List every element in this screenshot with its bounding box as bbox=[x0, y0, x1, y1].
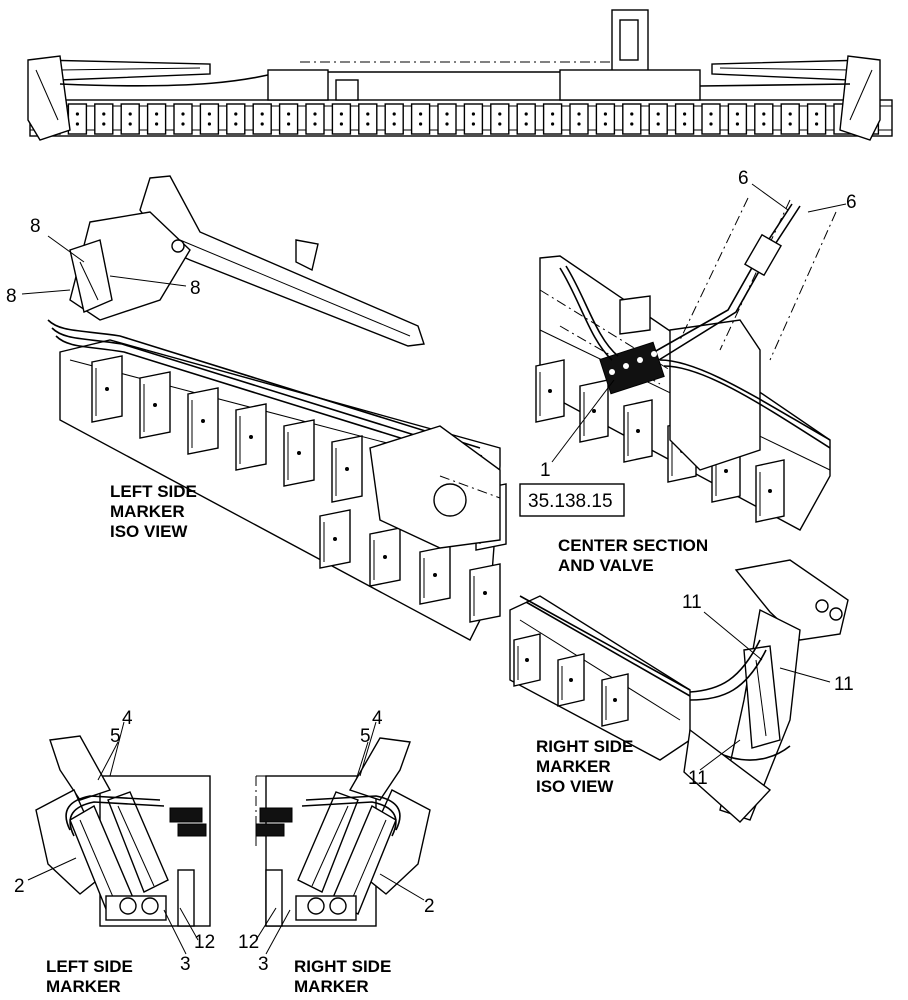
callout-1: 1 bbox=[540, 460, 551, 481]
callout-4: 4 bbox=[122, 708, 133, 729]
right-side-marker-detail bbox=[255, 737, 431, 927]
row-mount bbox=[490, 103, 510, 135]
callout-4: 4 bbox=[372, 708, 383, 729]
callout-11: 11 bbox=[834, 674, 854, 695]
callout-2: 2 bbox=[14, 876, 25, 897]
caption-left-marker: LEFT SIDE bbox=[46, 957, 133, 976]
row-mount bbox=[780, 103, 800, 135]
callout-8: 8 bbox=[30, 216, 41, 237]
caption-right-iso: RIGHT SIDE bbox=[536, 737, 633, 756]
callouts: 8 8 8 6 6 1 11 11 11 4 5 2 12 3 4 5 2 12… bbox=[6, 168, 857, 975]
callout-5: 5 bbox=[110, 726, 121, 747]
row-mount bbox=[278, 103, 299, 135]
left-side-marker-detail bbox=[35, 735, 211, 927]
row-mount bbox=[648, 103, 668, 135]
left-side-marker-iso-view bbox=[47, 175, 507, 641]
callout-11: 11 bbox=[688, 768, 708, 789]
callout-12: 12 bbox=[238, 932, 259, 953]
callout-6: 6 bbox=[738, 168, 749, 189]
leader-lines bbox=[21, 183, 847, 955]
caption-right-marker: RIGHT SIDE bbox=[294, 957, 391, 976]
row-mount bbox=[595, 103, 616, 135]
caption-center: AND VALVE bbox=[558, 556, 654, 575]
row-mount bbox=[252, 103, 272, 135]
row-unit-mounts bbox=[41, 103, 880, 135]
callout-3: 3 bbox=[258, 954, 269, 975]
row-mount bbox=[226, 103, 246, 135]
callout-12: 12 bbox=[194, 932, 215, 953]
row-mount bbox=[94, 103, 114, 135]
row-mount bbox=[516, 103, 536, 135]
callout-2: 2 bbox=[424, 896, 435, 917]
caption-left-iso: LEFT SIDE bbox=[110, 482, 197, 501]
toolbar-overview bbox=[27, 9, 893, 141]
caption-left-iso: MARKER bbox=[110, 502, 185, 521]
row-mount bbox=[806, 103, 827, 135]
row-mount bbox=[410, 103, 431, 135]
row-unit-brackets bbox=[513, 633, 629, 727]
callout-5: 5 bbox=[360, 726, 371, 747]
row-mount bbox=[727, 103, 748, 135]
svg-text:35.138.15: 35.138.15 bbox=[528, 491, 613, 512]
row-mount bbox=[674, 103, 695, 135]
row-mount bbox=[331, 103, 352, 135]
reference-box: 35.138.15 bbox=[519, 483, 625, 517]
row-mount bbox=[384, 103, 404, 135]
row-mount bbox=[542, 103, 563, 135]
caption-left-marker: MARKER bbox=[46, 977, 121, 996]
row-mount bbox=[437, 103, 457, 135]
caption-left-iso: ISO VIEW bbox=[110, 522, 188, 541]
row-mount bbox=[305, 103, 325, 135]
caption-center: CENTER SECTION bbox=[558, 536, 708, 555]
row-mount bbox=[199, 103, 220, 135]
caption-right-iso: MARKER bbox=[536, 757, 611, 776]
row-mount bbox=[358, 103, 378, 135]
row-mount bbox=[754, 103, 774, 135]
callout-8: 8 bbox=[6, 286, 17, 307]
row-mount bbox=[120, 103, 140, 135]
row-mount bbox=[569, 103, 589, 135]
right-side-marker-iso-view bbox=[509, 559, 849, 823]
callout-6: 6 bbox=[846, 192, 857, 213]
row-mount bbox=[146, 103, 167, 135]
view-captions: LEFT SIDE MARKER ISO VIEW CENTER SECTION… bbox=[46, 482, 708, 996]
caption-right-iso: ISO VIEW bbox=[536, 777, 614, 796]
center-section-and-valve bbox=[535, 197, 837, 531]
row-mount bbox=[701, 103, 721, 135]
callout-8: 8 bbox=[190, 278, 201, 299]
callout-11: 11 bbox=[682, 592, 702, 613]
callout-3: 3 bbox=[180, 954, 191, 975]
row-mount bbox=[463, 103, 484, 135]
row-mount bbox=[67, 103, 88, 135]
row-mount bbox=[173, 103, 193, 135]
row-mount bbox=[622, 103, 642, 135]
caption-right-marker: MARKER bbox=[294, 977, 369, 996]
